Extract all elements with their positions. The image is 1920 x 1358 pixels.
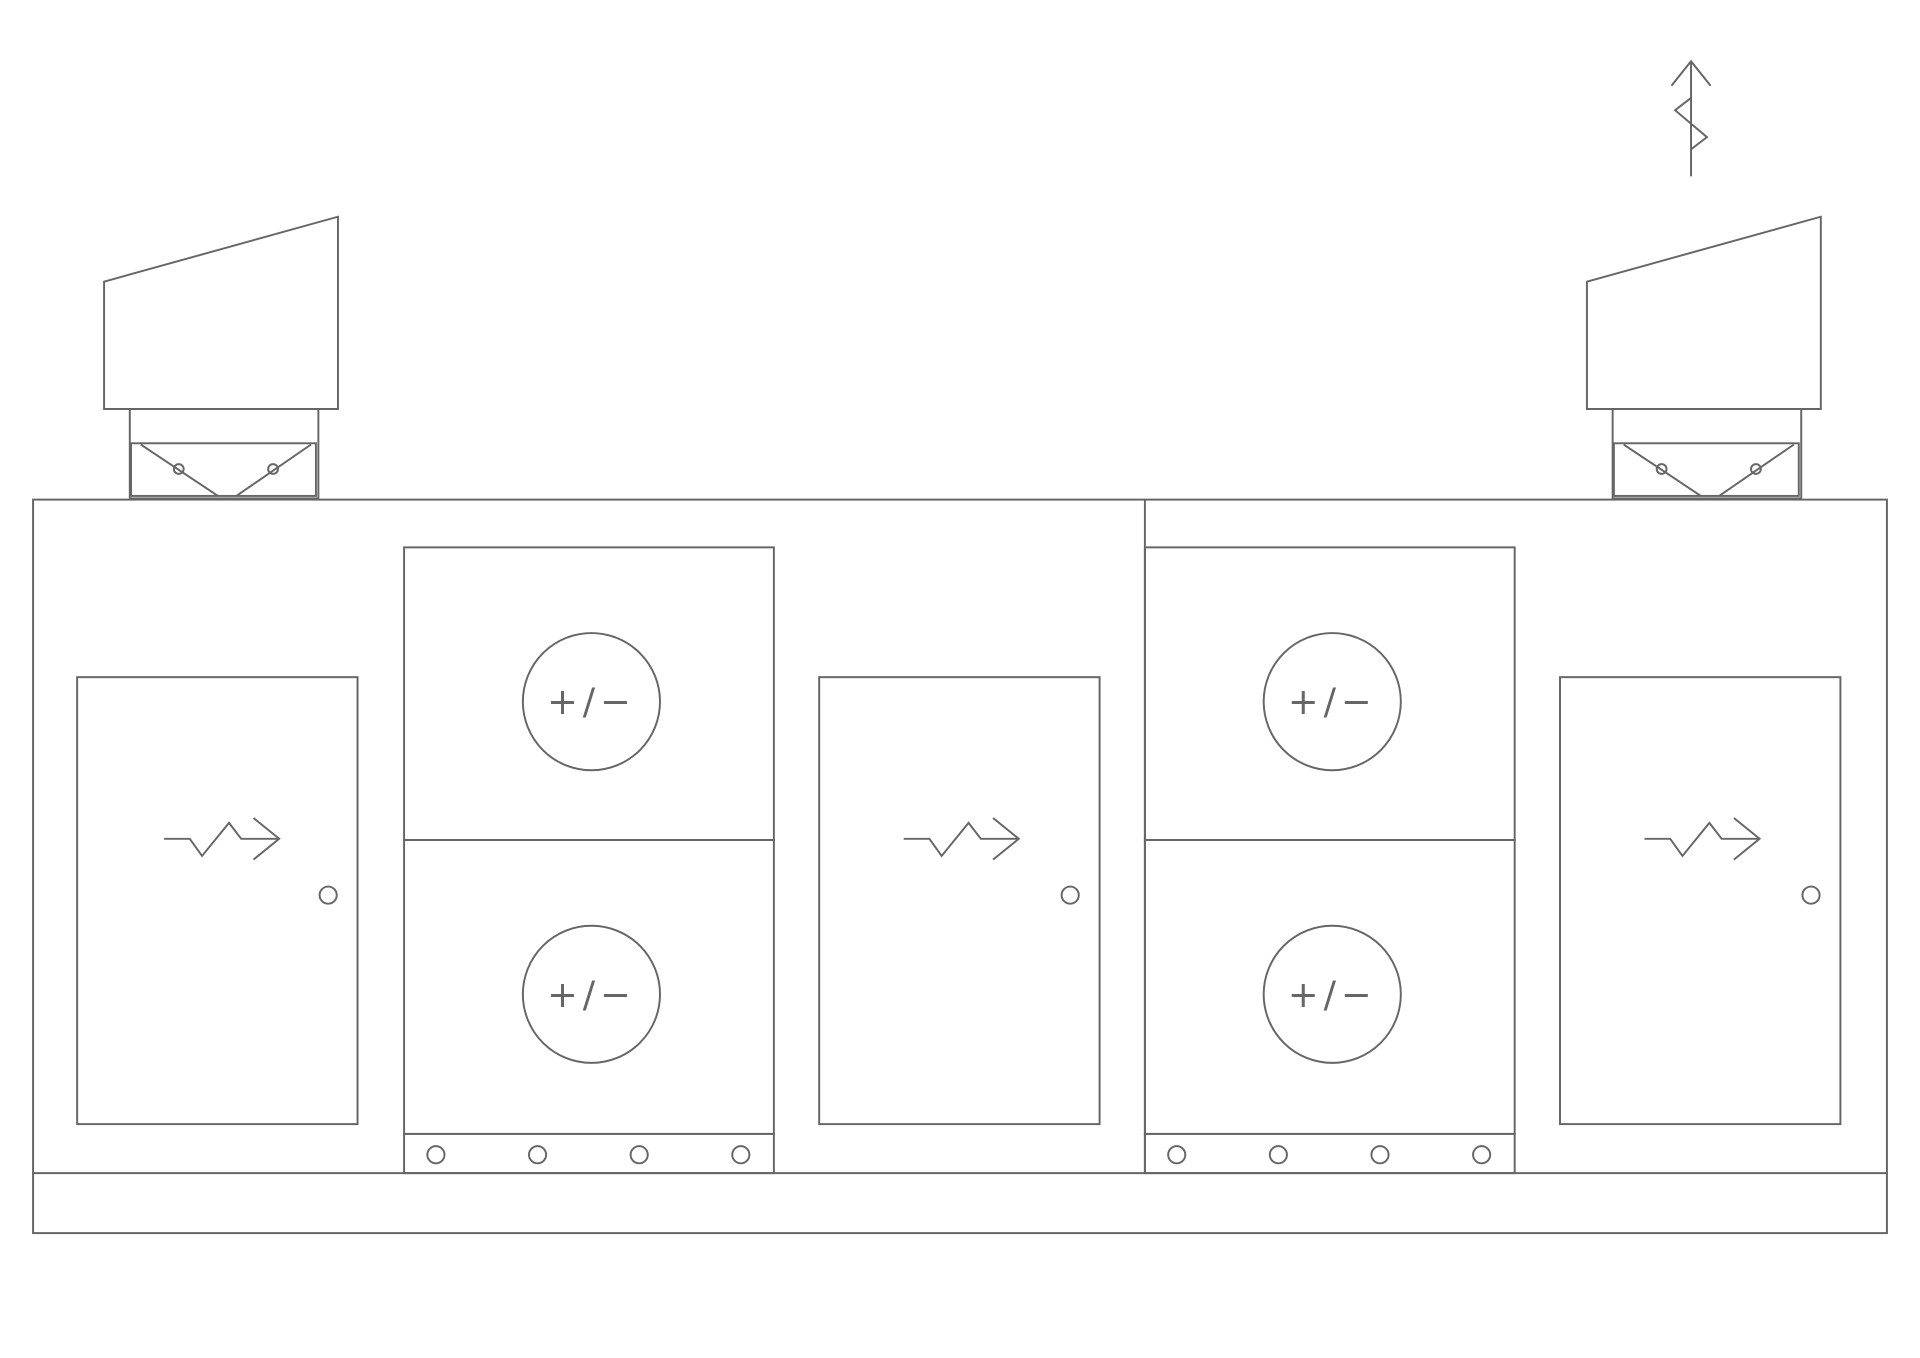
ventilation-unit-left [103, 215, 339, 500]
door-left[interactable] [76, 676, 359, 1126]
breaker-bay-left [403, 546, 775, 1175]
cabinet-body [32, 498, 1888, 1235]
rectifier-arrow-icon [163, 817, 281, 861]
breaker-symbol: +/− [547, 973, 636, 1016]
rectifier-arrow-icon [1643, 817, 1761, 861]
door-center[interactable] [818, 676, 1101, 1126]
ventilation-unit-right [1585, 215, 1822, 500]
breaker-symbol: +/− [1288, 680, 1377, 723]
breaker-symbol: +/− [1288, 973, 1377, 1016]
breaker-symbol: +/− [547, 680, 636, 723]
rectifier-arrow-icon [902, 817, 1020, 861]
door-right[interactable] [1559, 676, 1842, 1126]
direction-arrow-icon [1670, 59, 1712, 177]
breaker-bay-right [1143, 546, 1516, 1175]
